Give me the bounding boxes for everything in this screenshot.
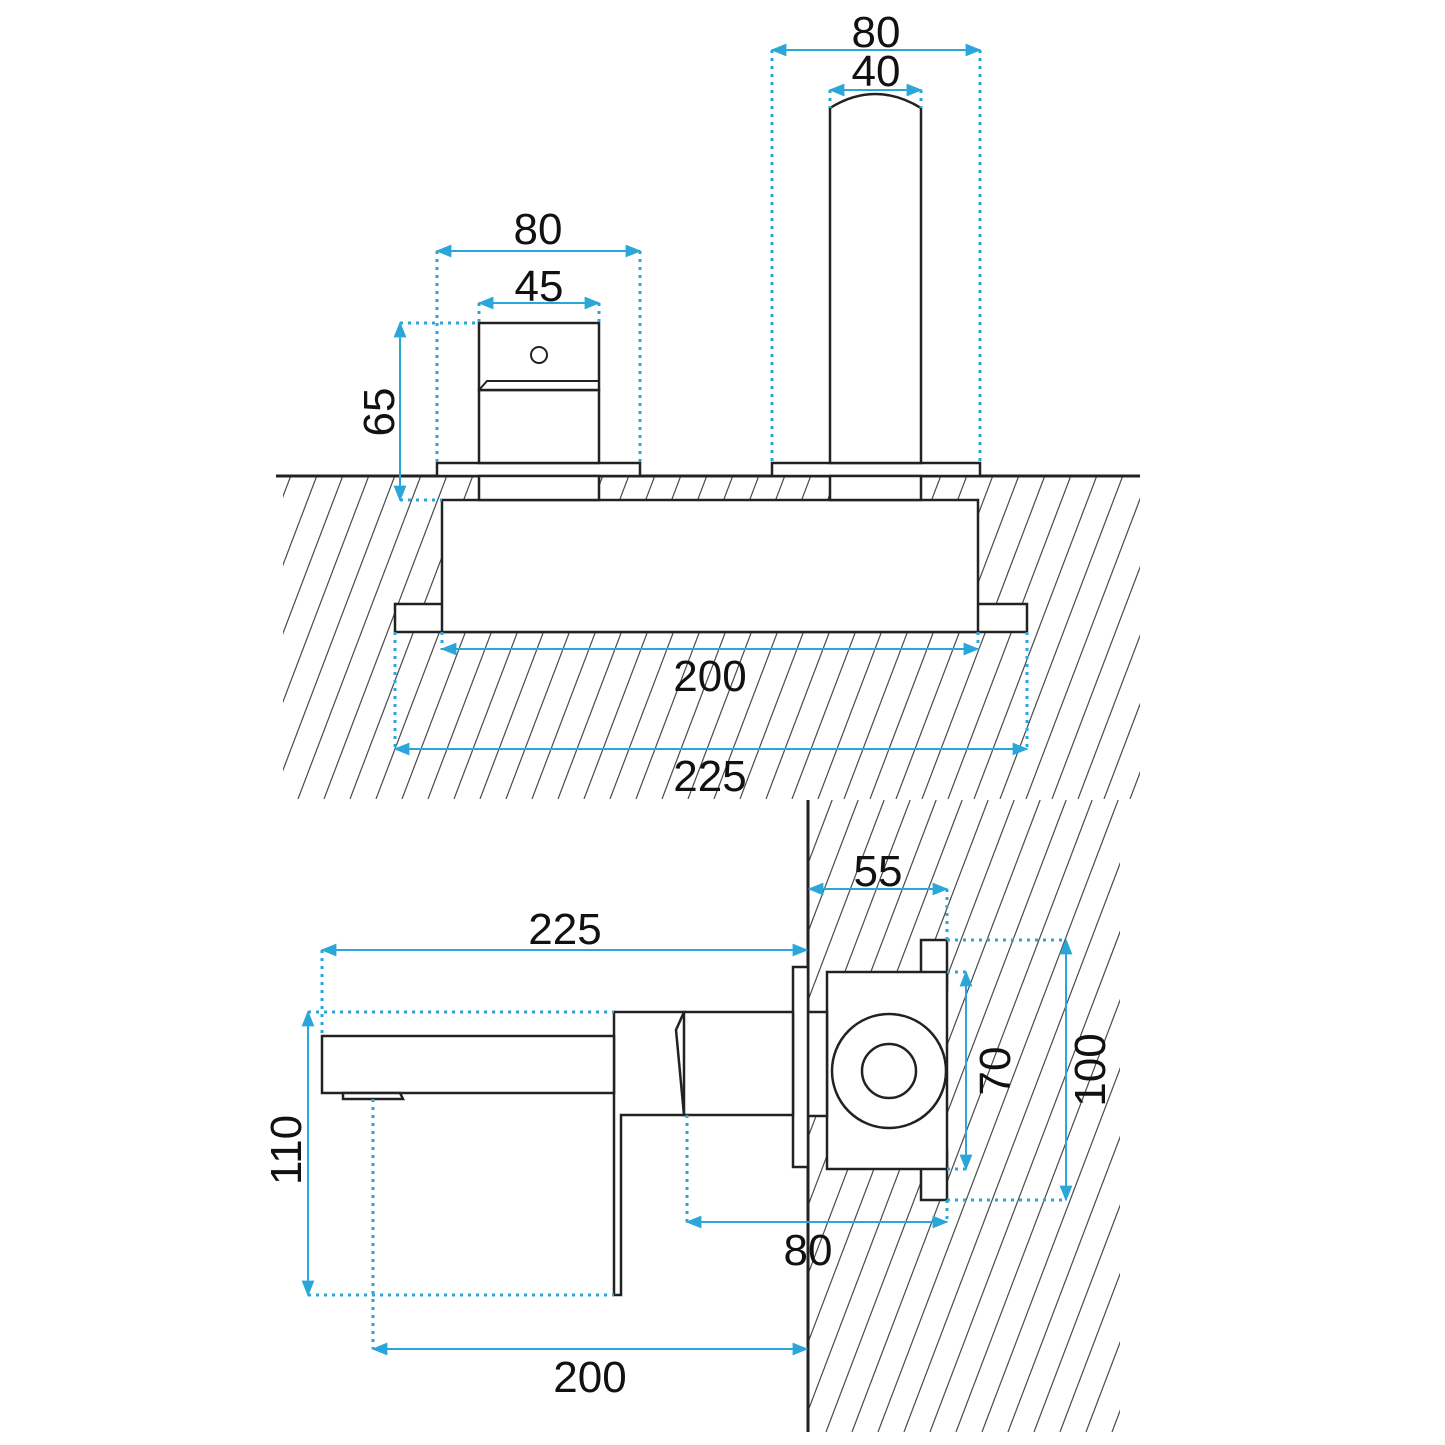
hatch-line [1156, 476, 1279, 799]
spout-front [828, 92, 923, 465]
hatch-line [90, 476, 213, 799]
label-body-depth: 80 [784, 1226, 833, 1275]
hatch-line [999, 476, 1124, 799]
hatch-line [1111, 1409, 1120, 1432]
front-view: 80 40 80 45 65 200 225 [0, 8, 1279, 801]
hatch-line [12, 476, 135, 799]
hatch-line [283, 476, 344, 635]
label-wall-depth: 55 [854, 847, 903, 896]
hatch-line [280, 800, 520, 1432]
hatch-line [0, 476, 109, 799]
hatch-line [1077, 634, 1140, 799]
spout-outlet [341, 1091, 406, 1101]
hatch-line [358, 800, 598, 1432]
label-body-width: 200 [673, 652, 746, 701]
handle-cover-plate [435, 461, 642, 478]
lever-handle [612, 1010, 686, 1297]
hatch-line [116, 476, 239, 799]
label-handle-height: 65 [355, 388, 404, 437]
concealed-body [440, 498, 980, 634]
handle-indicator-dot [530, 346, 548, 364]
wall-plate-side [791, 965, 810, 1169]
spout-cover-plate [770, 461, 982, 478]
hatch-line [808, 800, 911, 1071]
label-spout-inner-width: 40 [852, 47, 901, 96]
hatch-line [64, 476, 187, 799]
hatch-line [929, 930, 1120, 1432]
spout-collar [806, 1010, 829, 1118]
hatch-line [283, 476, 292, 499]
valve-inner-ring [860, 1042, 918, 1100]
hatch-line [384, 800, 624, 1432]
hatch-line [332, 800, 572, 1432]
hatch-line [1085, 1340, 1120, 1432]
hatch-line [808, 800, 885, 1003]
hatch-line [1007, 1135, 1120, 1432]
hatch-line [808, 800, 859, 934]
hatch-line [306, 800, 546, 1432]
hatch-line [202, 800, 442, 1432]
hatch-line [283, 476, 396, 772]
handle-stem [477, 474, 601, 502]
handle-base [477, 388, 601, 465]
label-outlet-distance: 200 [553, 1353, 626, 1402]
spout-stem [828, 474, 923, 502]
hatch-line [297, 476, 422, 799]
label-handle-outer-width: 80 [514, 205, 563, 254]
hatch-line [1033, 1203, 1120, 1432]
hatch-line [1103, 702, 1140, 799]
spout-side [320, 1034, 616, 1095]
hatch-line [877, 800, 1119, 1432]
label-spout-length: 225 [528, 905, 601, 954]
hatch-line [903, 861, 1120, 1432]
hatch-line [1025, 497, 1140, 799]
hatch-line [955, 998, 1120, 1432]
hatch-line [973, 476, 1098, 799]
side-view: 225 55 70 100 110 80 200 [202, 800, 1378, 1432]
hatch-line [981, 1067, 1120, 1432]
label-plate-width: 225 [673, 752, 746, 801]
label-spout-outer-width: 80 [852, 8, 901, 57]
hatch-line [142, 476, 265, 799]
hatch-line [1129, 770, 1140, 799]
hatch-line [283, 476, 370, 704]
hatch-line [323, 476, 448, 799]
hatch-line [38, 476, 161, 799]
hatch-line [0, 476, 83, 799]
hatch-line [1138, 800, 1378, 1432]
hatch-line [1059, 1272, 1120, 1432]
hatch-line [283, 476, 318, 567]
label-handle-inner-width: 45 [515, 262, 564, 311]
label-cap-height: 100 [1066, 1033, 1115, 1106]
label-spout-height: 110 [262, 1115, 311, 1185]
lever-body [682, 1010, 795, 1117]
handle-lever-edge [478, 380, 600, 391]
label-box-height: 70 [971, 1047, 1020, 1096]
hatch-line [1051, 565, 1140, 799]
